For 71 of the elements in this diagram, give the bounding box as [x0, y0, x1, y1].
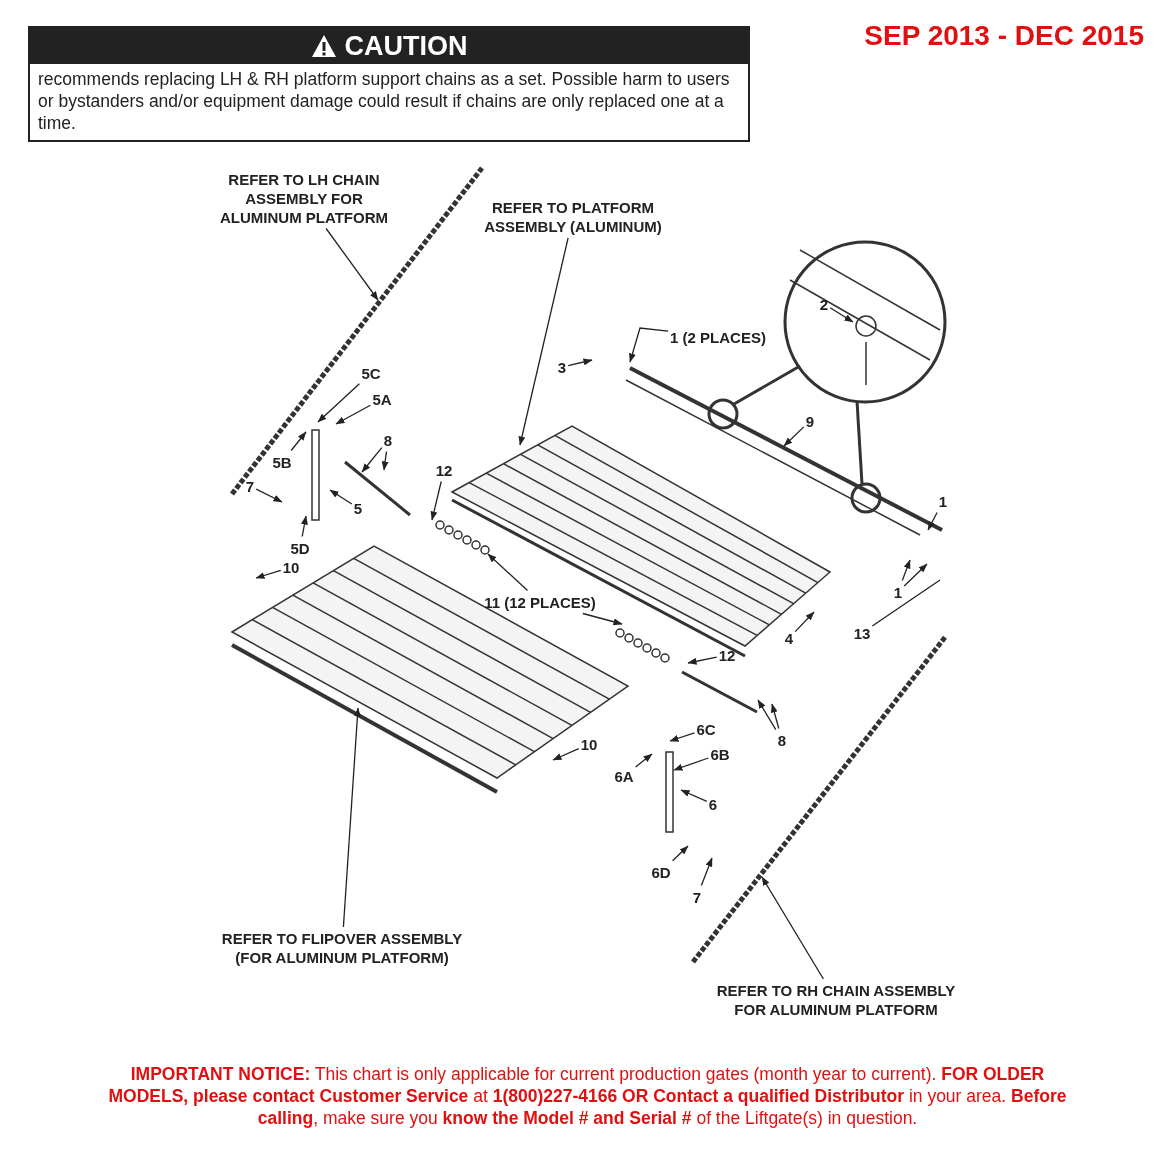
caution-text: recommends replacing LH & RH platform support chains as a set. Possible harm to users or bystanders and/or equipment damage could result if chains are only replaced one at a time. — [37, 68, 731, 135]
reference-note: REFER TO FLIPOVER ASSEMBLY (FOR ALUMINUM PLATFORM) — [207, 929, 477, 967]
leader-line — [255, 569, 282, 579]
leader-line — [317, 383, 361, 423]
callout-number: 13 — [853, 623, 871, 643]
leader-line — [634, 753, 653, 768]
callout-number: 10 — [282, 557, 300, 577]
leader-line — [290, 431, 307, 452]
reference-note: REFER TO PLATFORM ASSEMBLY (ALUMINUM) — [473, 198, 673, 236]
callout-number: 6D — [651, 862, 671, 882]
callout-number: 4 — [784, 628, 794, 648]
leader-line — [770, 703, 780, 730]
date-range: SEP 2013 - DEC 2015 — [864, 20, 1144, 52]
leader-line — [629, 327, 669, 363]
leader-line — [829, 307, 854, 323]
leader-line — [325, 227, 379, 301]
callout-number: 6C — [696, 719, 716, 739]
leader-line — [871, 579, 941, 627]
callout-number: 5A — [372, 389, 392, 409]
leader-line — [487, 553, 529, 592]
leader-line — [582, 612, 623, 626]
leader-line — [901, 559, 911, 582]
callout-number: 1 — [893, 582, 903, 602]
leader-line — [301, 515, 308, 538]
callout-number: 12 — [718, 645, 736, 665]
callout-number: 6A — [614, 766, 634, 786]
leader-line — [687, 656, 718, 665]
leader-line — [794, 611, 815, 633]
callout-number: 8 — [383, 430, 393, 450]
reference-note: REFER TO RH CHAIN ASSEMBLY FOR ALUMINUM PLATFORM — [701, 981, 971, 1019]
leader-line — [430, 480, 442, 521]
leader-line — [783, 426, 805, 447]
callout-number: 6 — [708, 794, 718, 814]
callout-number: 5D — [290, 538, 310, 558]
leader-line — [761, 876, 825, 980]
callout-number: 7 — [245, 476, 255, 496]
leader-line — [903, 563, 928, 587]
leader-line — [518, 237, 569, 446]
caution-heading: CAUTION — [344, 30, 468, 62]
leader-line — [671, 845, 689, 862]
callout-number: 8 — [777, 730, 787, 750]
callout-number: 9 — [805, 411, 815, 431]
leader-line — [361, 446, 383, 473]
leader-line — [757, 699, 777, 731]
callout-number: 7 — [692, 887, 702, 907]
leader-line — [567, 358, 593, 367]
leader-line — [255, 488, 283, 503]
callout-number: 5C — [361, 363, 381, 383]
leader-line — [335, 404, 372, 425]
callout-number: 10 — [580, 734, 598, 754]
leader-line — [680, 789, 708, 802]
leader-line — [927, 511, 938, 531]
leader-line — [700, 857, 713, 887]
callout-number: 5B — [272, 452, 292, 472]
reference-note: REFER TO LH CHAIN ASSEMBLY FOR ALUMINUM PLATFORM — [204, 169, 404, 227]
leader-line — [342, 707, 361, 928]
callout-number: 1 (2 PLACES) — [670, 327, 766, 347]
callout-number: 3 — [557, 357, 567, 377]
callout-number: 2 — [819, 294, 829, 314]
leader-line — [329, 489, 353, 505]
callout-number: 11 (12 PLACES) — [484, 592, 596, 612]
leader-line — [381, 450, 389, 471]
callout-number: 6B — [710, 744, 730, 764]
leader-line — [552, 747, 580, 761]
caution-box — [28, 26, 750, 142]
callout-number: 5 — [353, 498, 363, 518]
leader-line — [669, 732, 696, 742]
callout-number: 12 — [435, 460, 453, 480]
leader-line — [673, 757, 710, 771]
important-notice: IMPORTANT NOTICE: This chart is only applicable for current production gates (month year to current). FOR OLDER MODELS, please contact Customer Service at 1(800)227-4166 OR Contact a qualified Distributor in your area. Before calling, make sure you know the Model # and Serial # of the Liftgate(s) in question. — [107, 1063, 1068, 1129]
callout-number: 1 — [938, 491, 948, 511]
